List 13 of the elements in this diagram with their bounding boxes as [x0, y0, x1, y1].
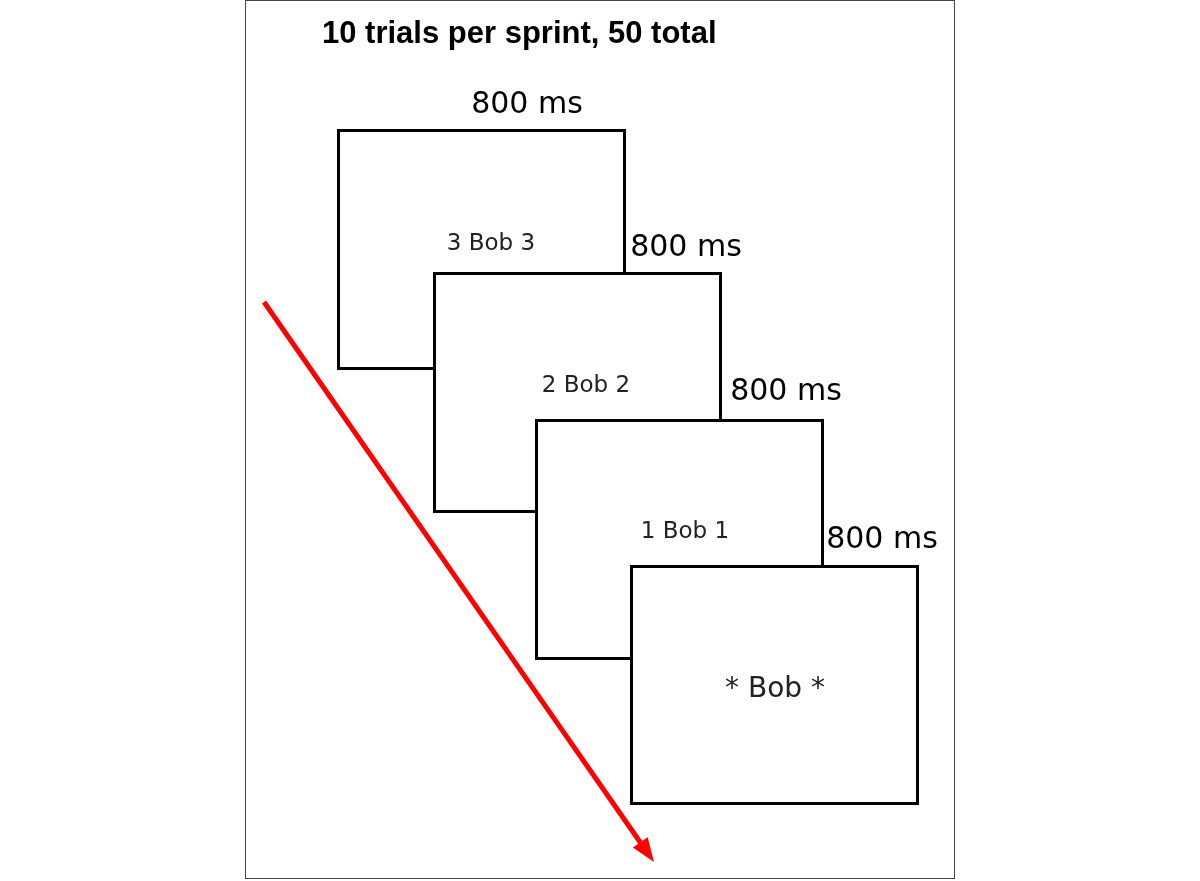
stimulus-text: 2 Bob 2	[541, 370, 631, 398]
screen-frame	[535, 419, 824, 660]
screen-frame	[433, 272, 722, 513]
duration-label: 800 ms	[630, 228, 742, 264]
duration-label: 800 ms	[826, 520, 938, 556]
stimulus-text: 1 Bob 1	[640, 516, 730, 544]
duration-label: 800 ms	[471, 85, 583, 121]
title: 10 trials per sprint, 50 total	[322, 15, 717, 51]
stimulus-text: 3 Bob 3	[446, 228, 536, 256]
duration-label: 800 ms	[730, 372, 842, 408]
screen-frame	[337, 129, 626, 370]
stimulus-text: * Bob *	[725, 671, 825, 705]
screen-frame	[630, 565, 919, 805]
